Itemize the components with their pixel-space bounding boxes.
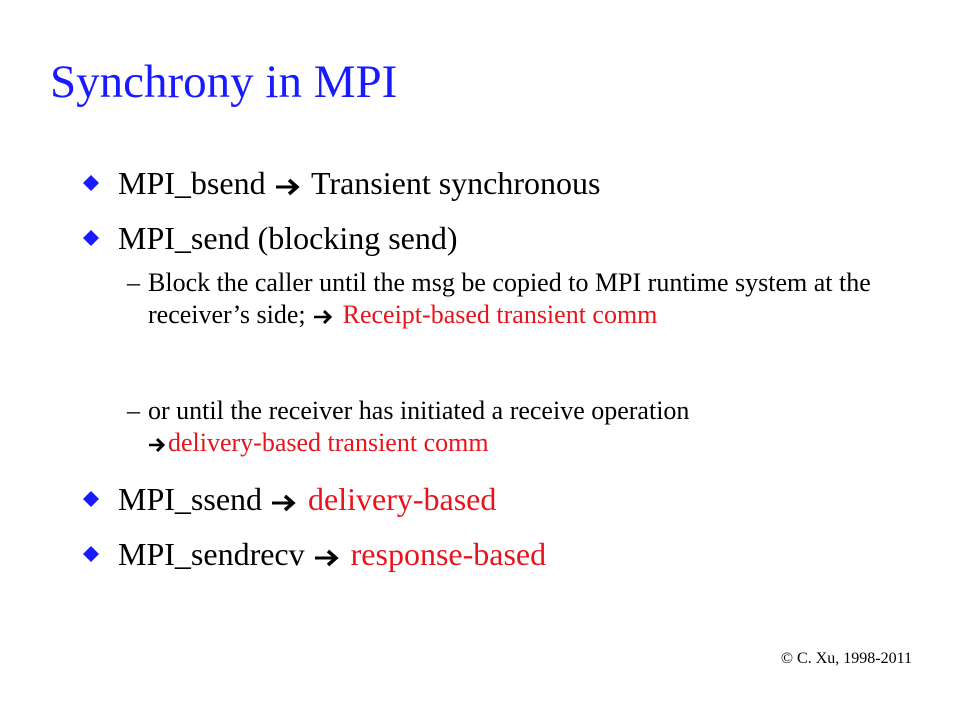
- right-arrow-icon: [312, 309, 336, 325]
- bullet-lead: MPI_bsend: [118, 165, 266, 201]
- subitem-until-receiver: – or until the receiver has initiated a …: [127, 395, 897, 459]
- right-arrow-icon: [270, 493, 300, 513]
- subitem-text: or until the receiver has initiated a re…: [148, 396, 690, 425]
- subitem-highlight: delivery-based transient comm: [168, 428, 489, 457]
- bullet-lead: MPI_ssend: [118, 481, 263, 517]
- bullet-tail: response-based: [350, 536, 547, 572]
- right-arrow-icon: [148, 437, 168, 453]
- bullet-lead: MPI_sendrecv: [118, 536, 305, 572]
- bullet-tail: delivery-based: [308, 481, 497, 517]
- diamond-bullet-icon: [83, 546, 99, 562]
- diamond-bullet-icon: [83, 230, 99, 246]
- slide-title: Synchrony in MPI: [50, 56, 398, 108]
- bullet-tail: Transient synchronous: [310, 165, 601, 201]
- sub-dash: –: [127, 396, 140, 425]
- bullet-lead: MPI_send (blocking send): [118, 220, 458, 256]
- sub-dash: –: [127, 268, 140, 297]
- subitem-text: Block the caller until the msg be copied…: [148, 268, 871, 329]
- right-arrow-icon: [313, 548, 343, 568]
- subitem-highlight: Receipt-based transient comm: [342, 300, 658, 329]
- right-arrow-icon: [274, 177, 304, 197]
- subitem-block-caller: – Block the caller until the msg be copi…: [127, 267, 897, 331]
- diamond-bullet-icon: [83, 491, 99, 507]
- copyright-footer: © C. Xu, 1998-2011: [780, 650, 912, 667]
- diamond-bullet-icon: [83, 175, 99, 191]
